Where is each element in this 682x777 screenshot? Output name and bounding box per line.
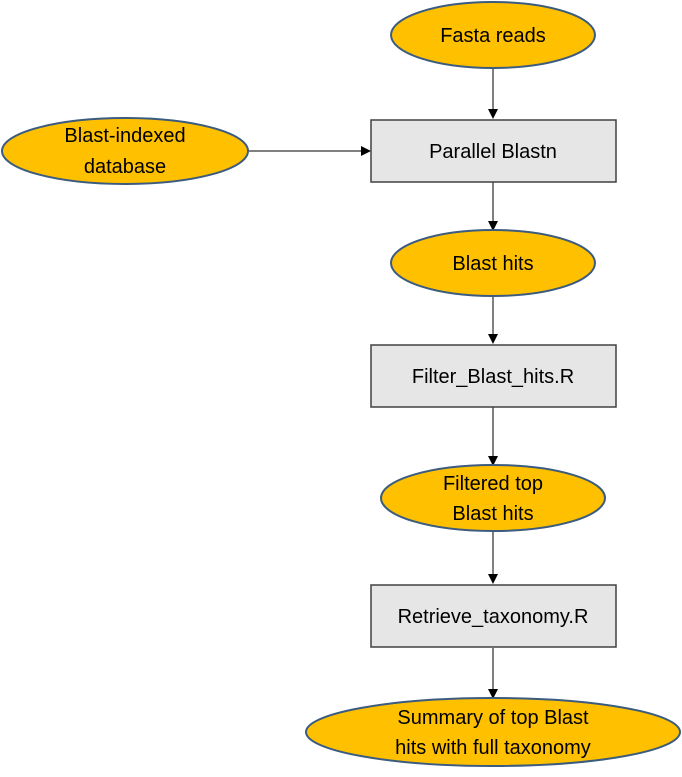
- filtered-hits-ellipse: [380, 464, 606, 532]
- filtered-hits-label-line-1: Filtered top: [443, 473, 543, 495]
- filter-script-box: [370, 344, 617, 408]
- taxonomy-script-label: Retrieve_taxonomy.R: [398, 606, 589, 628]
- edges-layer: [249, 68, 498, 699]
- node-filtered-top-blast-hits: Filtered top Blast hits: [380, 464, 606, 532]
- parallel-blastn-box: [370, 119, 617, 183]
- blast-hits-label: Blast hits: [452, 253, 533, 275]
- blast-database-ellipse: [1, 117, 249, 185]
- summary-label-line-2: hits with full taxonomy: [395, 737, 591, 759]
- parallel-blastn-label: Parallel Blastn: [429, 141, 557, 163]
- node-summary-top-blast-hits: Summary of top Blast hits with full taxo…: [305, 697, 681, 767]
- blast-database-label-line-2: database: [84, 156, 166, 178]
- node-blast-indexed-database: Blast-indexed database: [1, 117, 249, 185]
- node-filter-blast-hits-script: Filter_Blast_hits.R: [370, 344, 617, 408]
- fasta-reads-ellipse: [390, 1, 596, 69]
- summary-label-line-1: Summary of top Blast: [397, 707, 589, 729]
- node-retrieve-taxonomy-script: Retrieve_taxonomy.R: [370, 584, 617, 648]
- blast-database-label-line-1: Blast-indexed: [64, 125, 185, 147]
- taxonomy-script-box: [370, 584, 617, 648]
- node-blast-hits: Blast hits: [390, 229, 596, 297]
- node-parallel-blastn: Parallel Blastn: [370, 119, 617, 183]
- summary-ellipse: [305, 697, 681, 767]
- blast-hits-ellipse: [390, 229, 596, 297]
- filtered-hits-label-line-2: Blast hits: [452, 503, 533, 525]
- fasta-reads-label: Fasta reads: [440, 25, 546, 47]
- filter-script-label: Filter_Blast_hits.R: [412, 366, 574, 388]
- node-fasta-reads: Fasta reads: [390, 1, 596, 69]
